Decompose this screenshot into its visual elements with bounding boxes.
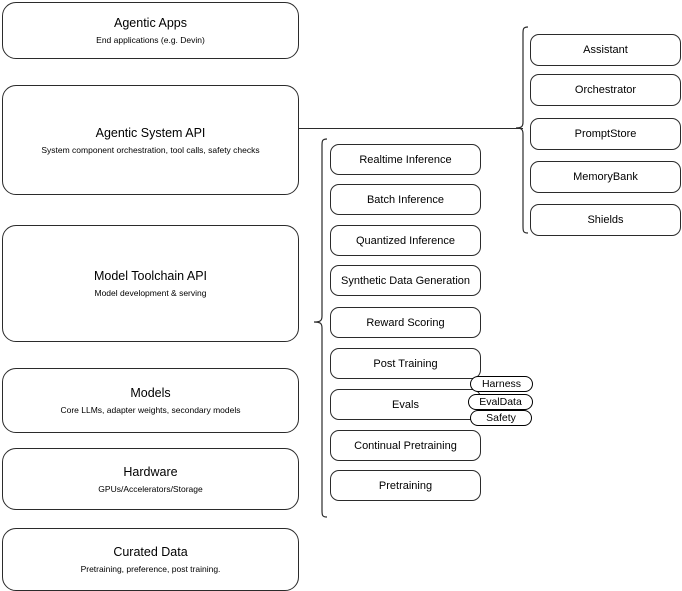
component-label: Pretraining [378, 479, 433, 492]
component-label: MemoryBank [573, 171, 638, 183]
layer-subtitle: Model development & serving [94, 288, 207, 298]
component-post-training[interactable]: Post Training [330, 348, 481, 379]
component-label: Post Training [373, 357, 438, 370]
connector-agentic-system-to-components [299, 128, 523, 129]
layer-subtitle: Pretraining, preference, post training. [80, 564, 221, 574]
component-label: Assistant [583, 44, 628, 56]
layer-title: Hardware [123, 464, 178, 479]
component-assistant[interactable]: Assistant [530, 34, 681, 66]
layer-subtitle: GPUs/Accelerators/Storage [98, 483, 203, 494]
component-synthetic-data-generation[interactable]: Synthetic Data Generation [330, 265, 481, 296]
stack-layer-models[interactable]: Models Core LLMs, adapter weights, secon… [2, 368, 299, 433]
component-memorybank[interactable]: MemoryBank [530, 161, 681, 193]
component-label: Continual Pretraining [354, 439, 457, 452]
stack-layer-curated-data[interactable]: Curated Data Pretraining, preference, po… [2, 528, 299, 591]
component-label: Orchestrator [574, 84, 637, 96]
component-label: Evals [392, 398, 419, 411]
component-label: PromptStore [574, 128, 637, 140]
brace-toolchain-components [312, 138, 328, 518]
component-batch-inference[interactable]: Batch Inference [330, 184, 481, 215]
layer-subtitle: End applications (e.g. Devin) [96, 35, 205, 45]
component-label: Realtime Inference [359, 153, 452, 166]
component-realtime-inference[interactable]: Realtime Inference [330, 144, 481, 175]
layer-subtitle: Core LLMs, adapter weights, secondary mo… [60, 405, 241, 415]
stack-layer-agentic-apps[interactable]: Agentic Apps End applications (e.g. Devi… [2, 2, 299, 59]
component-label: Quantized Inference [355, 234, 456, 247]
eval-badge-label: EvalData [479, 396, 522, 408]
component-quantized-inference[interactable]: Quantized Inference [330, 225, 481, 256]
component-shields[interactable]: Shields [530, 204, 681, 236]
stack-layer-model-toolchain-api[interactable]: Model Toolchain API Model development & … [2, 225, 299, 342]
eval-badge-safety[interactable]: Safety [470, 410, 532, 426]
layer-title: Models [130, 386, 171, 400]
brace-agentic-components [515, 26, 529, 234]
component-label: Synthetic Data Generation [340, 274, 471, 287]
component-label: Reward Scoring [366, 316, 445, 329]
stack-layer-agentic-system-api[interactable]: Agentic System API System component orch… [2, 85, 299, 195]
eval-badge-evaldata[interactable]: EvalData [468, 394, 533, 410]
layer-title: Agentic Apps [114, 16, 187, 30]
component-label: Shields [587, 214, 624, 226]
component-continual-pretraining[interactable]: Continual Pretraining [330, 430, 481, 461]
layer-title: Curated Data [113, 545, 188, 559]
component-pretraining[interactable]: Pretraining [330, 470, 481, 501]
component-orchestrator[interactable]: Orchestrator [530, 74, 681, 106]
component-label: Batch Inference [366, 193, 445, 206]
layer-title: Agentic System API [95, 125, 206, 140]
layer-subtitle: System component orchestration, tool cal… [41, 144, 260, 155]
component-promptstore[interactable]: PromptStore [530, 118, 681, 150]
eval-badge-label: Harness [481, 378, 522, 390]
component-reward-scoring[interactable]: Reward Scoring [330, 307, 481, 338]
eval-badge-harness[interactable]: Harness [470, 376, 533, 392]
layer-title: Model Toolchain API [93, 269, 208, 283]
component-evals[interactable]: Evals [330, 389, 481, 420]
eval-badge-label: Safety [486, 412, 516, 424]
stack-layer-hardware[interactable]: Hardware GPUs/Accelerators/Storage [2, 448, 299, 510]
